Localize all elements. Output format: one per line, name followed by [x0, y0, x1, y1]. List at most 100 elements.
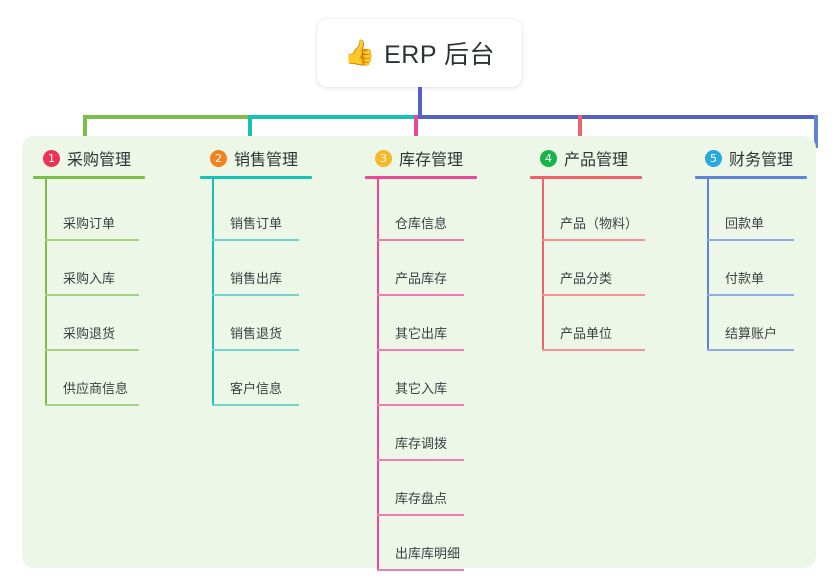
root-node-card[interactable]: 👍 ERP 后台	[317, 19, 522, 87]
branch-header-5[interactable]: 5 财务管理	[695, 146, 807, 170]
leaf-item[interactable]: 采购退货	[45, 296, 145, 351]
branch-header-rule-3	[365, 176, 477, 179]
leaf-item-rule	[45, 349, 139, 351]
branch-drop-connector-3	[414, 115, 418, 148]
leaf-item-rule	[212, 404, 299, 406]
leaf-item[interactable]: 库存盘点	[377, 461, 477, 516]
branch-header-rule-4	[530, 176, 642, 179]
branch-column-2: 2 销售管理销售订单销售出库销售退货客户信息	[200, 146, 312, 406]
thumbs-up-icon: 👍	[343, 38, 376, 67]
branch-trunk-5	[707, 179, 709, 351]
leaf-item-rule	[377, 349, 464, 351]
branch-column-3: 3 库存管理仓库信息产品库存其它出库其它入库库存调拨库存盘点出库库明细	[365, 146, 477, 571]
root-node-title: ERP 后台	[384, 41, 496, 69]
branch-column-4: 4 产品管理产品（物料） 产品分类产品单位	[530, 146, 645, 351]
branch-leaf-list-1: 采购订单采购入库采购退货供应商信息	[33, 179, 145, 406]
leaf-item-label: 回款单	[725, 216, 765, 231]
leaf-item[interactable]: 其它出库	[377, 296, 477, 351]
branch-header-rule-1	[33, 176, 145, 179]
bus-segment-3	[418, 115, 818, 119]
leaf-item-label: 采购订单	[63, 216, 116, 231]
leaf-item-label: 产品（物料）	[560, 216, 639, 231]
branch-number-badge-3: 3	[375, 149, 392, 167]
leaf-item-label: 销售退货	[230, 326, 283, 341]
leaf-item[interactable]: 产品（物料）	[542, 186, 645, 241]
branches-panel	[22, 136, 816, 568]
leaf-item[interactable]: 仓库信息	[377, 186, 477, 241]
leaf-item[interactable]: 出库库明细	[377, 516, 477, 571]
leaf-item-label: 客户信息	[230, 381, 283, 396]
branch-number-badge-2: 2	[210, 149, 227, 167]
branch-leaf-list-2: 销售订单销售出库销售退货客户信息	[200, 179, 312, 406]
leaf-item-label: 采购退货	[63, 326, 116, 341]
branch-header-3[interactable]: 3 库存管理	[365, 146, 477, 170]
branch-trunk-2	[212, 179, 214, 406]
leaf-item-label: 付款单	[725, 271, 765, 286]
leaf-item-label: 其它入库	[395, 381, 448, 396]
leaf-item-rule	[45, 294, 139, 296]
branch-trunk-3	[377, 179, 379, 571]
leaf-item-rule	[212, 239, 299, 241]
leaf-item[interactable]: 付款单	[707, 241, 807, 296]
branch-drop-connector-4	[578, 115, 582, 148]
leaf-item-label: 供应商信息	[63, 381, 129, 396]
leaf-item-rule	[707, 294, 794, 296]
leaf-item-label: 出库库明细	[395, 546, 461, 561]
leaf-item-label: 仓库信息	[395, 216, 448, 231]
leaf-item-label: 销售订单	[230, 216, 283, 231]
leaf-item-label: 采购入库	[63, 271, 116, 286]
leaf-item-rule	[45, 239, 139, 241]
leaf-item[interactable]: 销售退货	[212, 296, 312, 351]
leaf-item-rule	[542, 239, 645, 241]
branch-trunk-4	[542, 179, 544, 351]
leaf-item[interactable]: 销售订单	[212, 186, 312, 241]
leaf-item-rule	[212, 349, 299, 351]
branch-title-5: 财务管理	[729, 152, 794, 169]
leaf-item-rule	[377, 404, 464, 406]
branch-drop-connector-5	[814, 115, 818, 148]
branch-number-badge-4: 4	[540, 149, 557, 167]
branch-trunk-1	[45, 179, 47, 406]
branch-leaf-list-5: 回款单付款单结算账户	[695, 179, 807, 351]
branch-number-badge-1: 1	[43, 149, 60, 167]
branch-header-rule-2	[200, 176, 312, 179]
branch-title-2: 销售管理	[234, 152, 299, 169]
leaf-item[interactable]: 客户信息	[212, 351, 312, 406]
leaf-item[interactable]: 采购入库	[45, 241, 145, 296]
leaf-item[interactable]: 采购订单	[45, 186, 145, 241]
branch-leaf-list-3: 仓库信息产品库存其它出库其它入库库存调拨库存盘点出库库明细	[365, 179, 477, 571]
branch-drop-connector-2	[248, 115, 252, 148]
branch-title-4: 产品管理	[564, 152, 629, 169]
leaf-item[interactable]: 结算账户	[707, 296, 807, 351]
leaf-item[interactable]: 销售出库	[212, 241, 312, 296]
branch-header-rule-5	[695, 176, 807, 179]
leaf-item-label: 产品分类	[560, 271, 613, 286]
leaf-item-rule	[707, 349, 794, 351]
bus-segment-2	[250, 115, 420, 119]
leaf-item-rule	[377, 459, 464, 461]
branch-title-3: 库存管理	[399, 152, 464, 169]
branch-header-4[interactable]: 4 产品管理	[530, 146, 642, 170]
leaf-item[interactable]: 其它入库	[377, 351, 477, 406]
leaf-item[interactable]: 产品分类	[542, 241, 645, 296]
leaf-item[interactable]: 产品库存	[377, 241, 477, 296]
leaf-item-rule	[377, 239, 464, 241]
leaf-item[interactable]: 库存调拨	[377, 406, 477, 461]
leaf-item[interactable]: 供应商信息	[45, 351, 145, 406]
leaf-item-label: 销售出库	[230, 271, 283, 286]
leaf-item-rule	[377, 294, 464, 296]
leaf-item[interactable]: 产品单位	[542, 296, 645, 351]
leaf-item-rule	[707, 239, 794, 241]
leaf-item-label: 产品库存	[395, 271, 448, 286]
leaf-item-label: 结算账户	[725, 326, 778, 341]
branch-number-badge-5: 5	[705, 149, 722, 167]
leaf-item[interactable]: 回款单	[707, 186, 807, 241]
branch-leaf-list-4: 产品（物料） 产品分类产品单位	[530, 179, 645, 351]
branch-header-2[interactable]: 2 销售管理	[200, 146, 312, 170]
leaf-item-rule	[542, 294, 645, 296]
bus-segment-1	[85, 115, 252, 119]
leaf-item-rule	[377, 514, 464, 516]
